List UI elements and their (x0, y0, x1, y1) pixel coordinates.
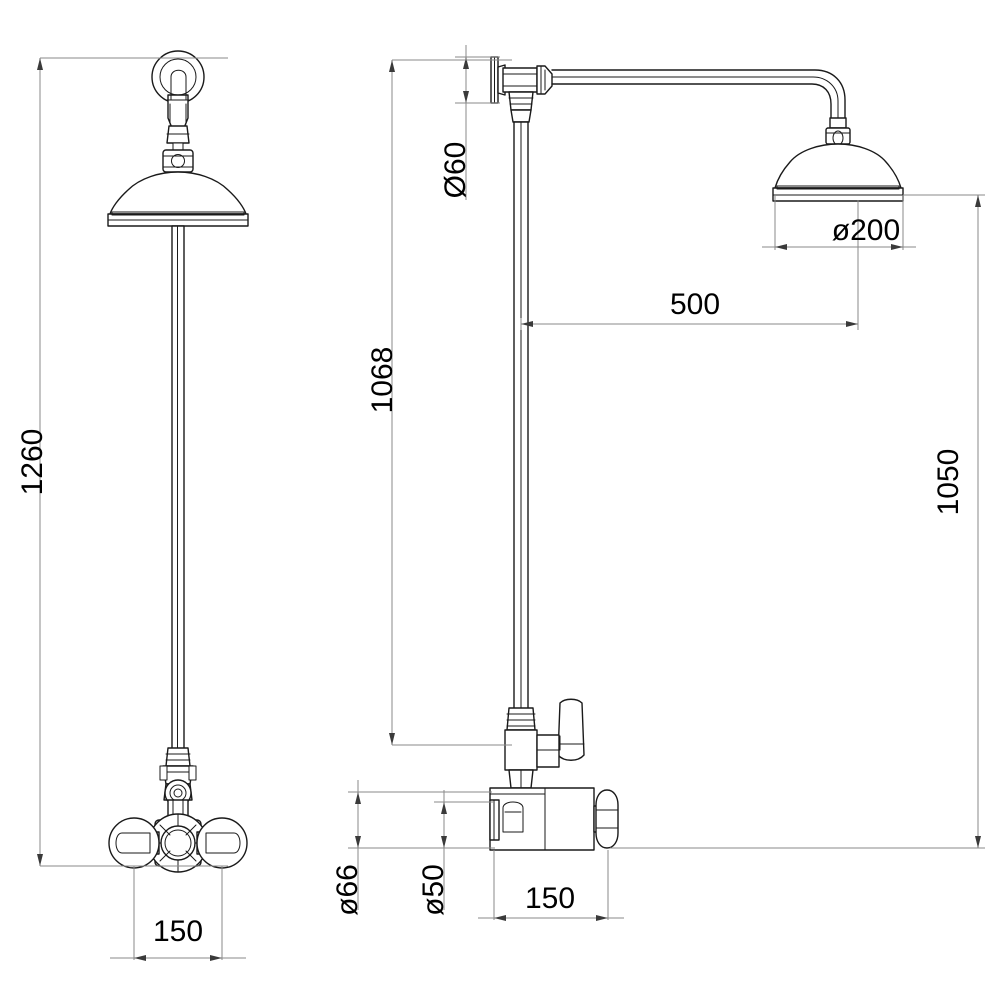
dim-1260-label: 1260 (16, 429, 49, 496)
side-valve-body (489, 787, 607, 851)
dim-dia200: ø200 (762, 195, 916, 250)
dim-dia66: ø66 (331, 780, 492, 916)
dim-dia50-label: ø50 (417, 864, 450, 916)
dim-500: 500 (520, 200, 859, 330)
front-riser-pipe (171, 225, 185, 755)
front-elevation-view (107, 50, 249, 873)
dim-150-side: 150 (478, 850, 624, 921)
dim-dia60: Ø60 (439, 45, 500, 200)
dim-dia50: ø50 (417, 790, 495, 916)
dim-1050-label: 1050 (932, 449, 965, 516)
side-head-collar (825, 117, 851, 146)
side-top-tee (502, 65, 553, 123)
side-shower-head (772, 143, 904, 202)
front-handle-right (196, 817, 248, 869)
dim-dia60-label: Ø60 (439, 142, 472, 199)
dim-dia200-label: ø200 (832, 214, 900, 247)
front-riser-connector (159, 747, 197, 785)
front-valve-body (148, 813, 208, 873)
dim-150-front: 150 (110, 866, 246, 961)
dim-1068-label: 1068 (366, 347, 399, 414)
side-valve-upper-body (504, 729, 560, 789)
dim-1068: 1068 (366, 59, 512, 746)
front-handle-left (108, 817, 160, 869)
dim-500-label: 500 (670, 288, 720, 321)
dim-1260: 1260 (16, 57, 228, 867)
front-shower-head (107, 171, 249, 227)
dim-dia66-label: ø66 (331, 864, 364, 916)
front-ceiling-hook (151, 50, 205, 129)
dim-150-side-label: 150 (525, 882, 575, 915)
front-head-collar (162, 149, 194, 173)
side-riser-nut (506, 707, 536, 731)
dim-1050: 1050 (610, 194, 985, 849)
side-cross-handle[interactable] (595, 789, 619, 849)
dim-150-front-label: 150 (153, 915, 203, 948)
side-riser-pipe (513, 121, 529, 713)
side-elevation-view (489, 56, 904, 851)
front-swivel-joint (166, 125, 190, 153)
side-shower-arm (551, 69, 846, 121)
